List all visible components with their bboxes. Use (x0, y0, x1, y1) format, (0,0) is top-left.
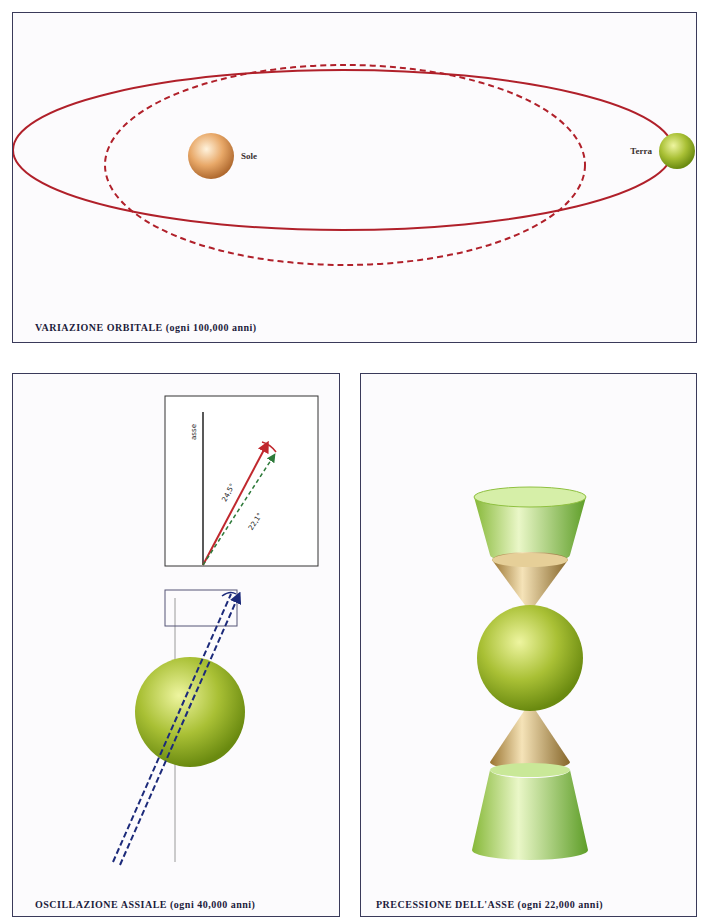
panel-ground (12, 373, 340, 917)
vertical-axis (202, 412, 204, 565)
earth-axis (120, 597, 238, 865)
celestial-body: Terra (628, 132, 696, 170)
body-label: Terra (630, 146, 652, 156)
cone-rim (492, 553, 568, 567)
orbit-ellipse (13, 70, 673, 230)
body-circle (188, 133, 234, 179)
earth-globe (135, 657, 245, 767)
earth-axis (113, 594, 231, 862)
precession-cone (472, 770, 588, 860)
diagram-panel: OSCILLAZIONE ASSIALE (ogni 40,000 anni) (12, 373, 340, 917)
panel-caption: OSCILLAZIONE ASSIALE (ogni 40,000 anni) (35, 899, 255, 910)
earth-globe (477, 605, 583, 711)
diagram-panel: PRECESSIONE DELL'ASSE (ogni 22,000 anni) (360, 373, 697, 917)
panel-ground (360, 373, 697, 917)
body-circle (659, 133, 695, 169)
diagram-panel: VARIAZIONE ORBITALE (ogni 100,000 anni) S… (12, 12, 697, 343)
tilt-arc (262, 442, 276, 452)
cone-rim (474, 487, 586, 507)
precession-cone (490, 702, 570, 770)
inset-box (165, 396, 318, 566)
panel-caption: PRECESSIONE DELL'ASSE (ogni 22,000 anni) (376, 899, 603, 910)
tilt-line-dashed (203, 457, 273, 565)
body-shape (187, 132, 235, 180)
precession-cone (492, 552, 568, 612)
tilt-line (203, 446, 266, 565)
body-label: Sole (241, 151, 257, 161)
orbit-ellipse-dashed (105, 65, 585, 265)
panel-ground (12, 12, 697, 343)
body-shape (658, 132, 696, 170)
angle-label: asse (191, 423, 198, 441)
celestial-body: Sole (187, 132, 260, 180)
zoom-box (165, 590, 237, 626)
panel-caption: VARIAZIONE ORBITALE (ogni 100,000 anni) (35, 322, 257, 333)
cone-rim (490, 763, 570, 777)
axis-arc (222, 592, 236, 596)
